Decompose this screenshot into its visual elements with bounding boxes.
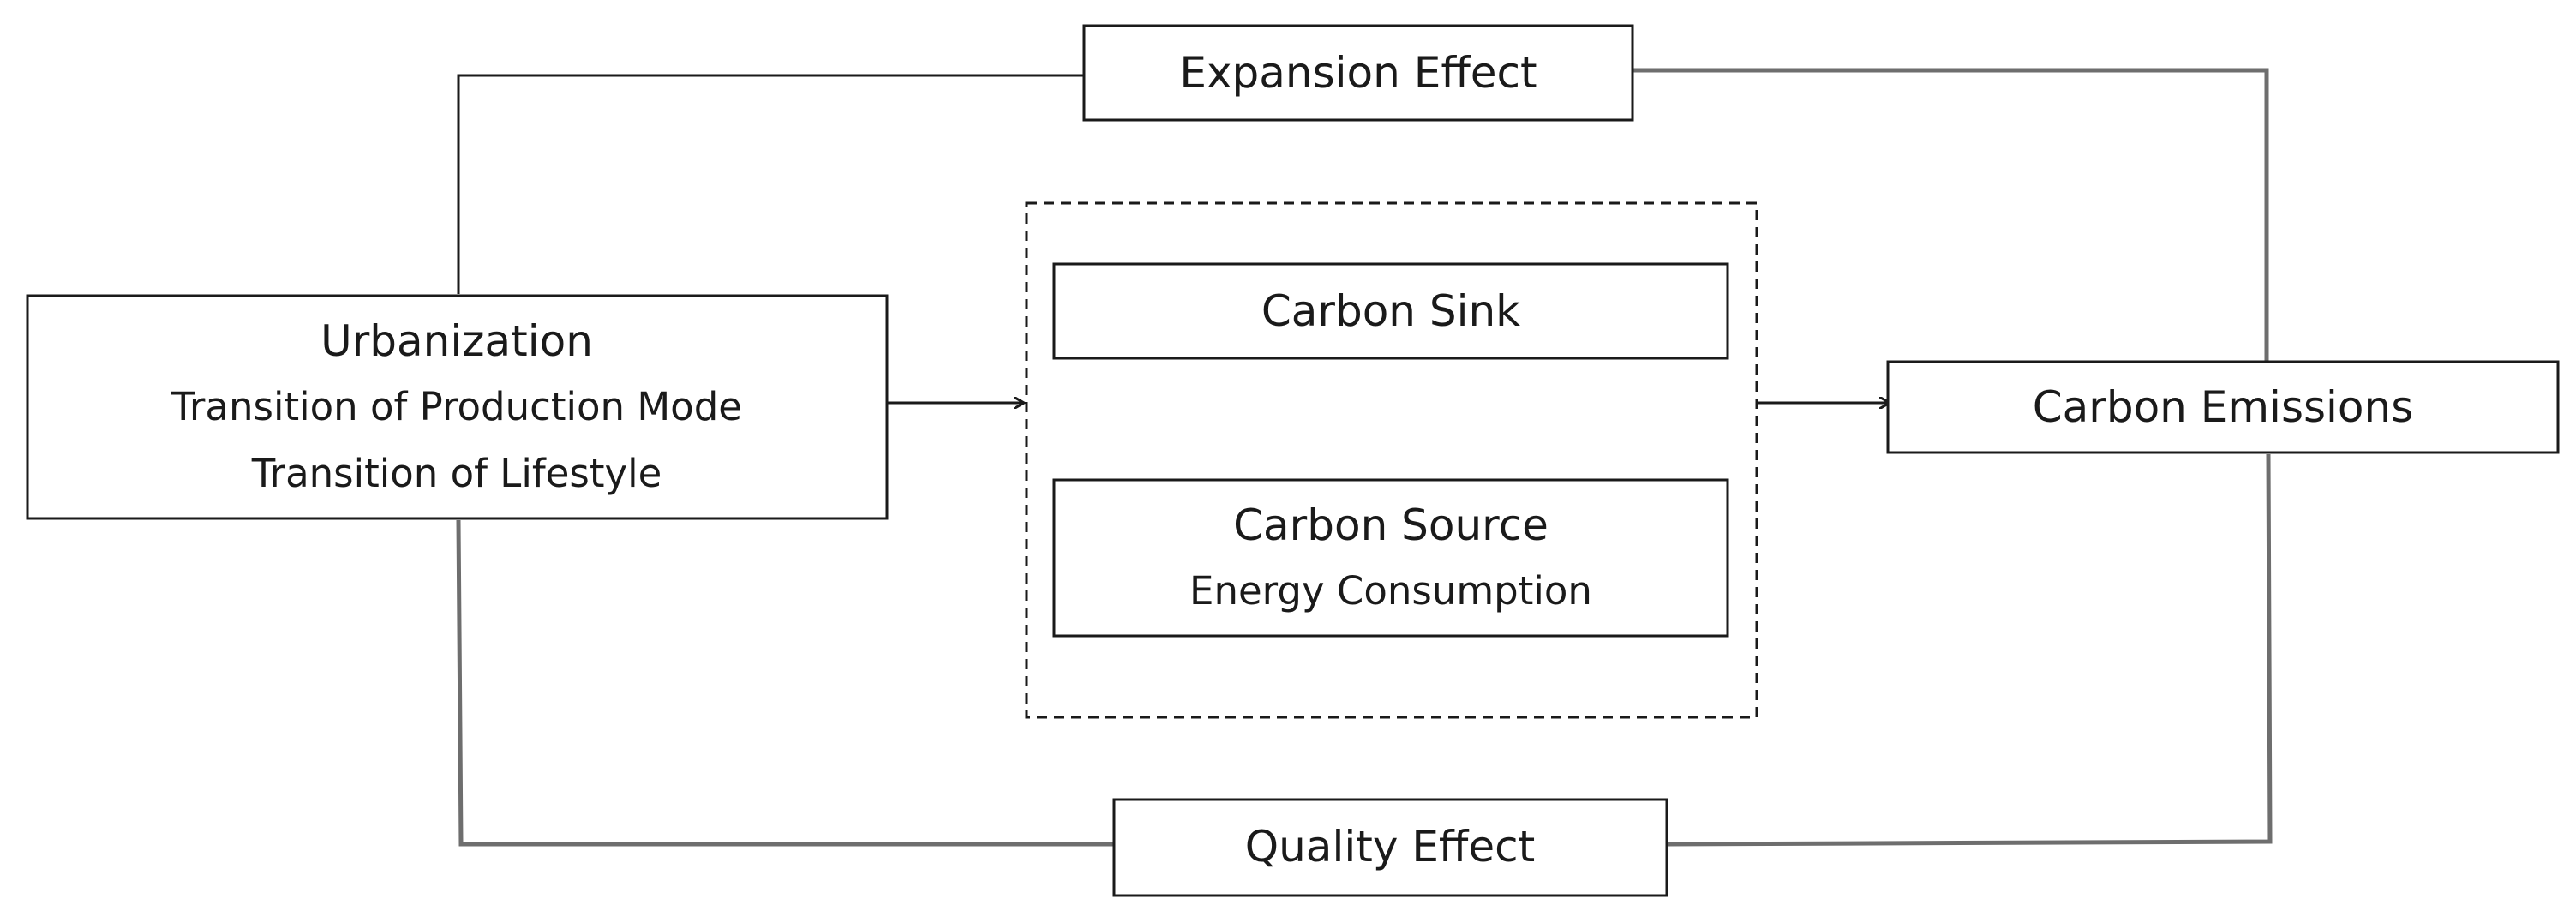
urbanization-box (26, 294, 889, 520)
quality-effect-label: Quality Effect (1245, 822, 1535, 872)
urbanization-title: Urbanization (321, 316, 593, 366)
expansion-effect-box (1082, 24, 1634, 122)
carbon-source-box (1052, 478, 1729, 638)
carbon-emissions-label: Carbon Emissions (2033, 382, 2414, 432)
carbon-sink-label: Carbon Sink (1261, 286, 1520, 336)
carbon-source-sub: Energy Consumption (1189, 568, 1592, 614)
quality-effect-node: Quality Effect (1112, 798, 1668, 897)
carbon-emissions-node: Carbon Emissions (1886, 360, 2560, 454)
connector-urbanization-to-expansion (457, 74, 1084, 294)
connector-urbanization-to-quality (456, 519, 1114, 847)
expansion-effect-node: Expansion Effect (1082, 24, 1634, 122)
carbon-balance-group (1025, 201, 1758, 719)
urbanization-line1: Transition of Production Mode (171, 384, 742, 429)
carbon-sink-node: Carbon Sink (1052, 262, 1729, 360)
connector-expansion-to-emissions (1632, 68, 2269, 362)
carbon-source-title: Carbon Source (1233, 500, 1549, 550)
carbon-emissions-box (1886, 360, 2560, 454)
connector-emissions-to-quality (1666, 453, 2273, 847)
carbon-sink-box (1052, 262, 1729, 360)
quality-effect-box (1112, 798, 1668, 897)
urbanization-line2: Transition of Lifestyle (251, 451, 662, 496)
expansion-effect-label: Expansion Effect (1179, 48, 1537, 98)
urbanization-node: Urbanization Transition of Production Mo… (26, 294, 889, 520)
carbon-source-node: Carbon Source Energy Consumption (1052, 478, 1729, 638)
